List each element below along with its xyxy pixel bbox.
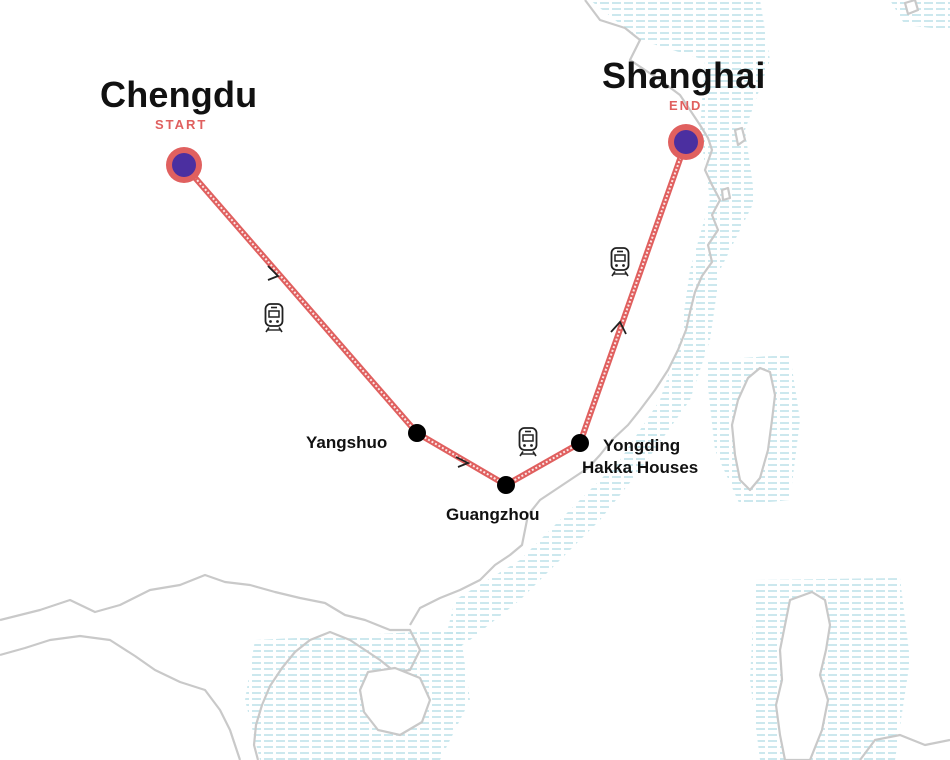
end-marker[interactable] [668,124,704,160]
route-direction-arrows [267,265,627,468]
stop-label-yangshuo: Yangshuo [306,433,388,452]
route-line [181,141,689,488]
direction-arrow-icon [455,456,471,468]
stop-dots [408,424,589,494]
stop-label-hakka-houses: Hakka Houses [582,458,699,477]
stop-dot-yangshuo [408,424,426,442]
stop-dot-guangzhou [497,476,515,494]
stop-dot-yongding [571,434,589,452]
train-icon [264,303,284,333]
direction-arrow-icon [267,265,280,281]
transport-icons [264,247,630,457]
sea-hatching [245,0,950,760]
start-marker[interactable] [166,147,202,183]
train-icon [610,247,630,277]
stop-label-yongding: Yongding [603,436,681,455]
start-tag: START [155,117,208,132]
start-city-label: Chengdu [100,74,258,115]
end-city-label: Shanghai [602,55,766,96]
end-tag: END [669,98,703,113]
direction-arrow-icon [610,320,627,335]
train-icon [518,427,538,457]
stop-label-guangzhou: Guangzhou [446,505,540,524]
